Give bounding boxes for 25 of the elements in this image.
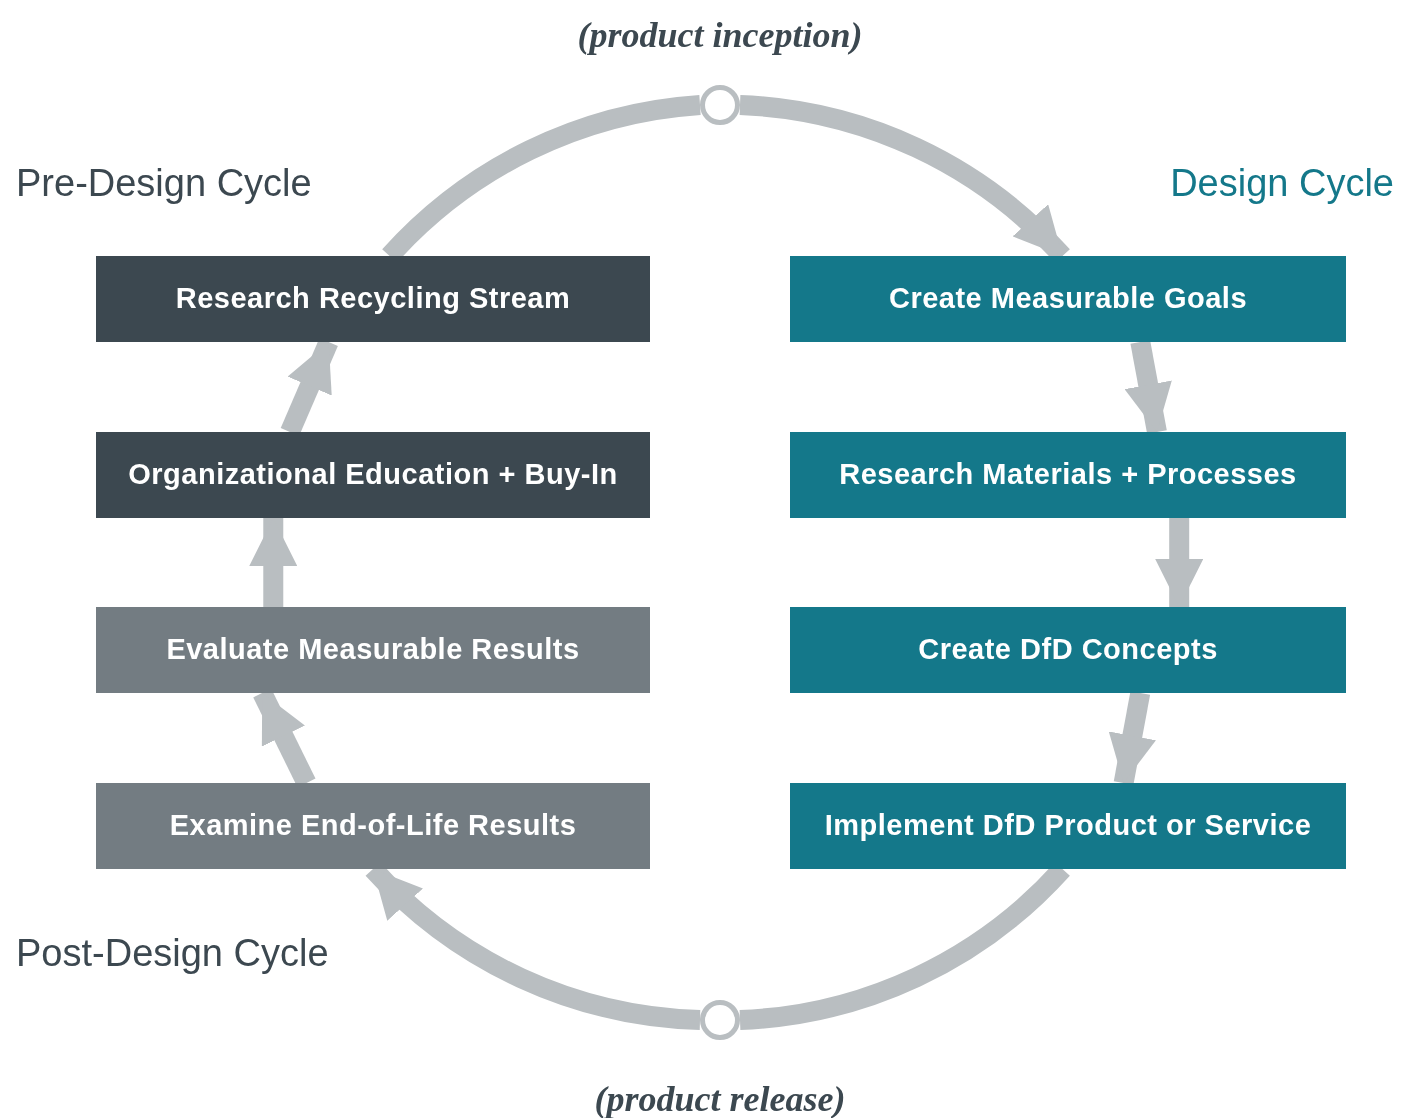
box-label: Create DfD Concepts <box>918 632 1218 668</box>
phase-title: Post-Design Cycle <box>16 931 329 976</box>
process-box <box>96 256 650 342</box>
box-label: Research Recycling Stream <box>175 281 571 317</box>
box-label: Evaluate Measurable Results <box>166 632 580 668</box>
process-box <box>790 256 1346 342</box>
milestone-label: (product inception) <box>576 14 864 57</box>
process-box <box>96 432 650 518</box>
box-label: Implement DfD Product or Service <box>824 808 1312 844</box>
process-box <box>790 783 1346 869</box>
box-label: Create Measurable Goals <box>888 281 1247 317</box>
milestone-label: (product release) <box>593 1078 847 1118</box>
box-label: Research Materials + Processes <box>839 457 1297 493</box>
arrow <box>1124 340 1172 434</box>
arrow <box>1108 691 1156 785</box>
arrow <box>249 518 298 607</box>
process-box <box>790 432 1346 518</box>
process-box <box>96 607 650 693</box>
process-box <box>790 607 1346 693</box>
box-label: Organizational Education + Buy-In <box>128 457 618 493</box>
arrow <box>1155 518 1204 607</box>
process-box <box>96 783 650 869</box>
phase-title: Pre-Design Cycle <box>16 161 312 206</box>
phase-title: Design Cycle <box>1170 161 1394 206</box>
box-label: Examine End-of-Life Results <box>169 808 577 844</box>
